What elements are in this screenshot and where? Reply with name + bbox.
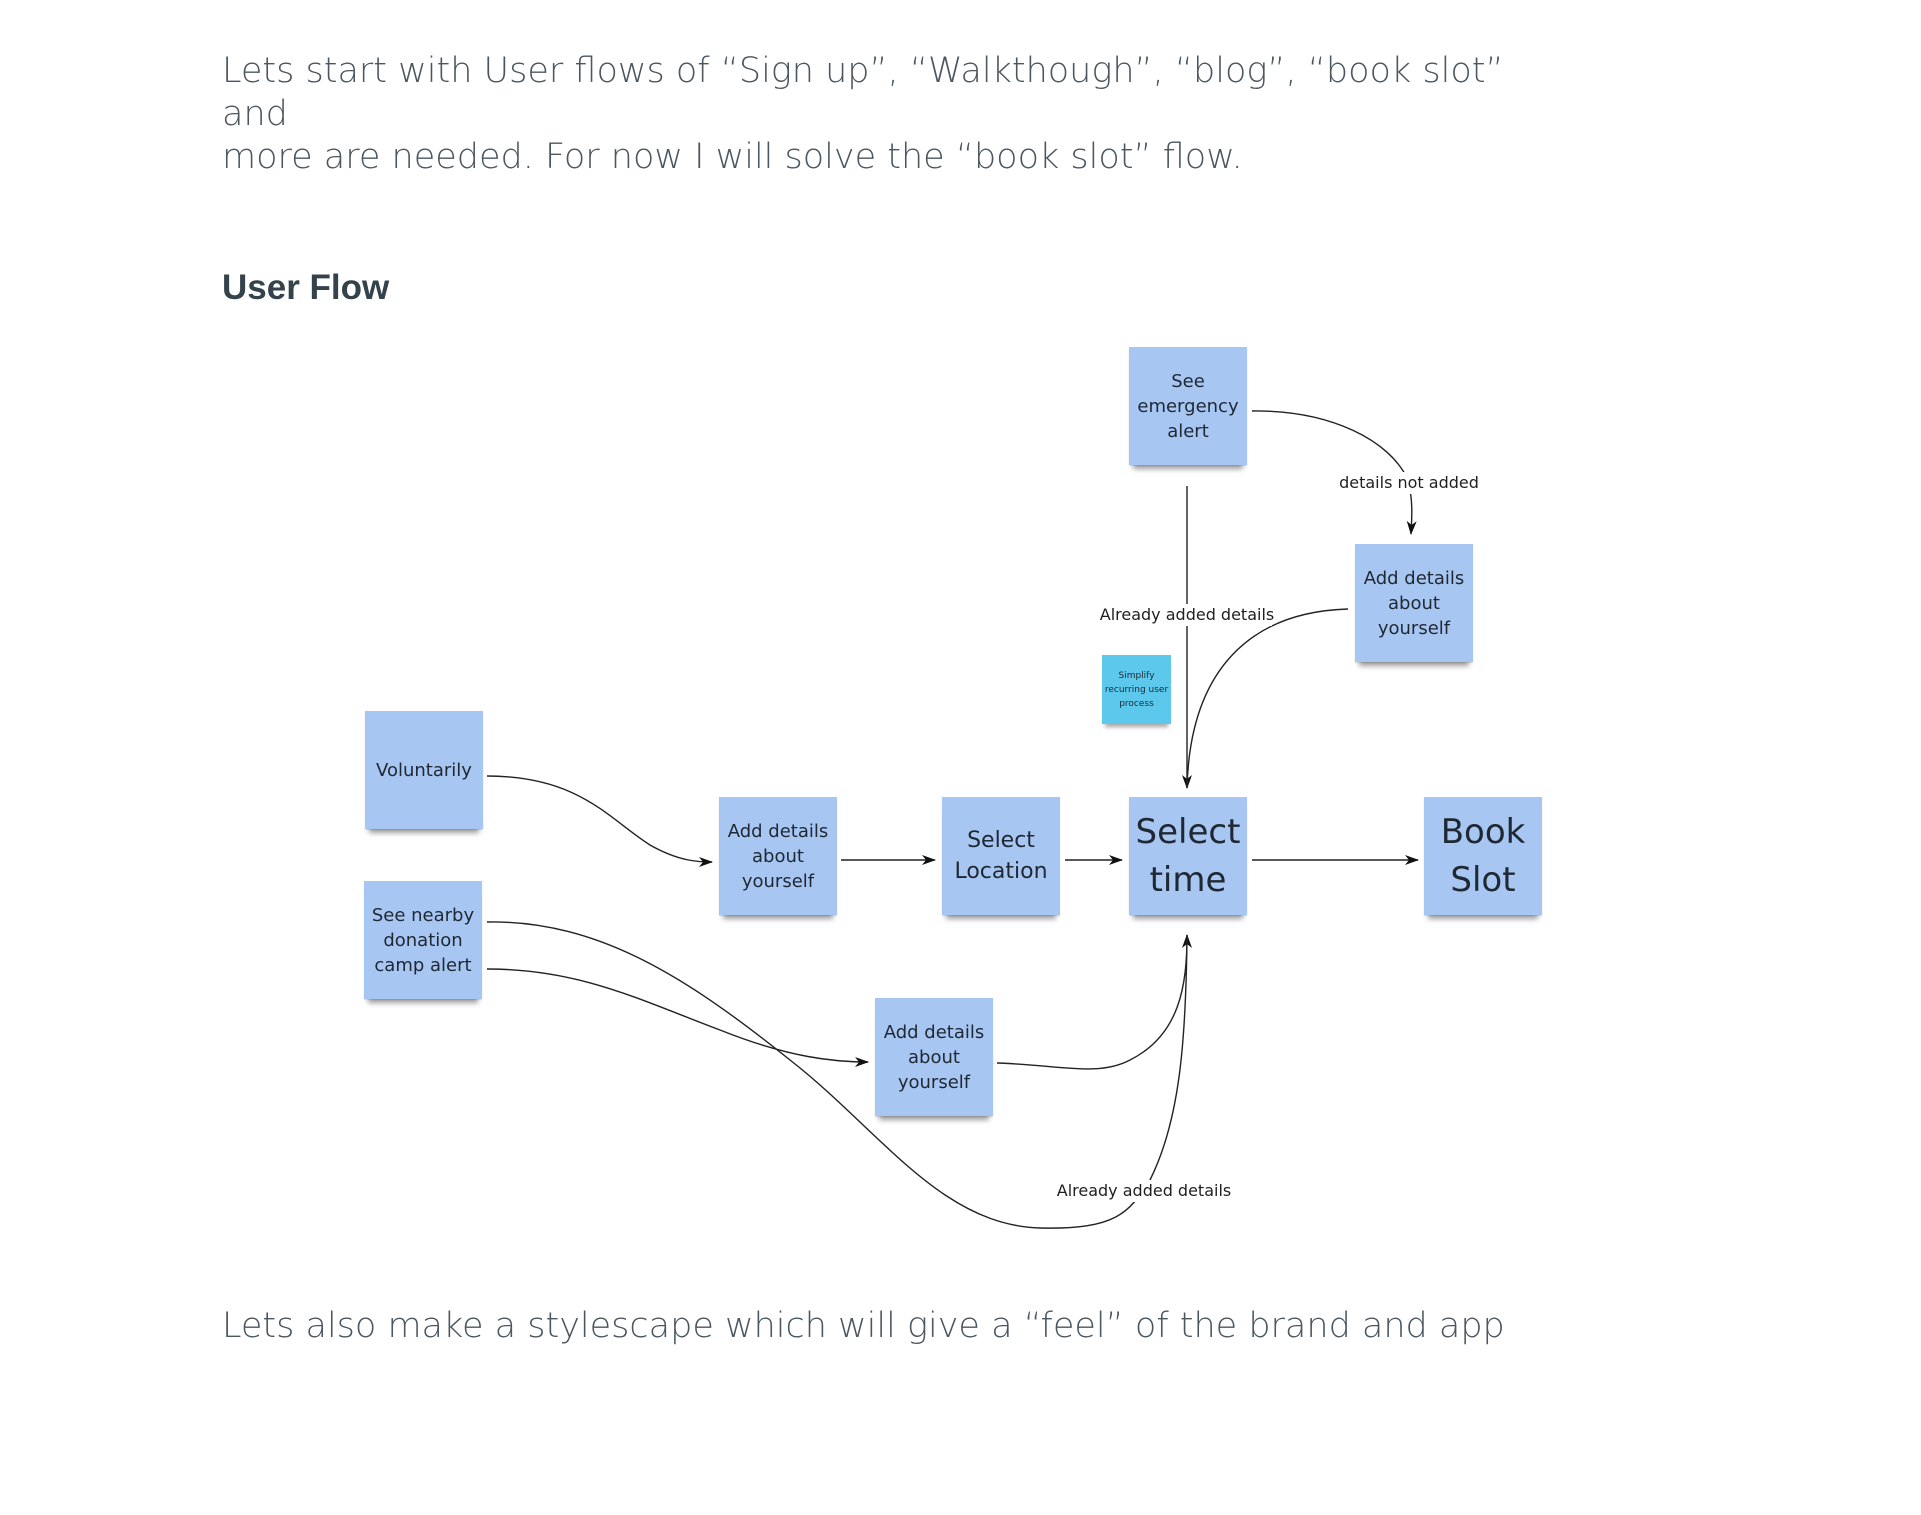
note-label: See emergency alert bbox=[1137, 370, 1239, 442]
edge-add-details-top-to-select-time bbox=[1186, 608, 1349, 789]
note-label: See nearby donation camp alert bbox=[371, 904, 475, 976]
note-label: Book Slot bbox=[1440, 812, 1526, 900]
note-label: Add details about yourself bbox=[883, 1021, 985, 1093]
note-add-details-top: Add details about yourself bbox=[1355, 544, 1473, 662]
edge-emergency-to-add-details bbox=[1251, 410, 1417, 535]
note-see-nearby-donation-alert: See nearby donation camp alert bbox=[364, 881, 482, 999]
note-simplify-recurring-process: Simplify recurring user process bbox=[1102, 655, 1171, 724]
note-label: Add details about yourself bbox=[727, 820, 829, 892]
intro-line-2: more are needed. For now I will solve th… bbox=[222, 137, 1243, 177]
edge-label-details-not-added: details not added bbox=[1339, 473, 1479, 492]
note-add-details-bottom: Add details about yourself bbox=[875, 998, 993, 1116]
note-select-location: Select Location bbox=[942, 797, 1060, 915]
edge-label-already-added-bottom: Already added details bbox=[1057, 1181, 1231, 1200]
note-voluntarily: Voluntarily bbox=[365, 711, 483, 829]
intro-paragraph: Lets start with User flows of “Sign up”,… bbox=[222, 50, 1542, 179]
note-label: Simplify recurring user process bbox=[1104, 670, 1169, 709]
intro-line-1: Lets start with User flows of “Sign up”,… bbox=[222, 51, 1504, 134]
edge-voluntarily-to-add-details bbox=[486, 775, 713, 867]
note-see-emergency-alert: See emergency alert bbox=[1129, 347, 1247, 465]
note-book-slot: Book Slot bbox=[1424, 797, 1542, 915]
note-label: Voluntarily bbox=[376, 759, 472, 781]
note-label: Select Location bbox=[954, 828, 1048, 884]
note-label: Select time bbox=[1135, 812, 1241, 900]
note-label: Add details about yourself bbox=[1363, 567, 1465, 639]
note-add-details-middle: Add details about yourself bbox=[719, 797, 837, 915]
edge-nearby-to-add-details bbox=[486, 968, 869, 1067]
outro-paragraph: Lets also make a stylescape which will g… bbox=[222, 1306, 1505, 1346]
note-select-time: Select time bbox=[1129, 797, 1247, 915]
section-title: User Flow bbox=[222, 268, 390, 307]
edge-nearby-to-select-time bbox=[486, 921, 1188, 1229]
edge-label-already-added-top: Already added details bbox=[1100, 605, 1274, 624]
edge-add-details-bottom-to-select-time bbox=[996, 934, 1192, 1070]
